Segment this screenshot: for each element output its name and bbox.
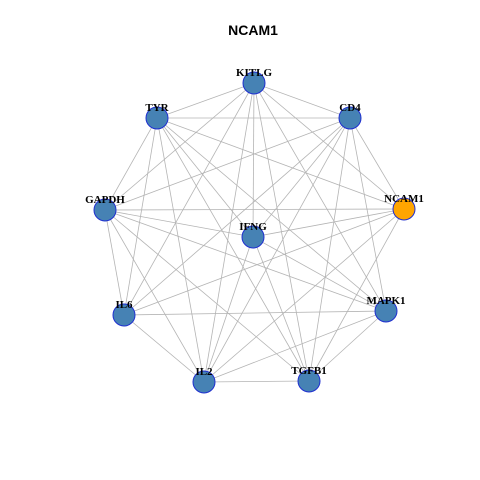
edge-mapk1-gapdh	[104, 209, 387, 312]
edge-il2-il6	[123, 314, 205, 383]
edge-kitlg-ifng	[252, 82, 255, 238]
node-layer	[93, 71, 416, 394]
edge-layer	[104, 82, 405, 383]
node-tyr[interactable]	[145, 106, 169, 130]
edge-kitlg-ncam1	[253, 82, 405, 210]
node-label-ncam1: NCAM1	[384, 193, 424, 205]
edge-il2-gapdh	[104, 209, 205, 383]
edge-mapk1-il6	[123, 310, 387, 316]
node-il6[interactable]	[112, 303, 136, 327]
edge-cd4-ncam1	[349, 117, 405, 210]
node-gapdh[interactable]	[93, 198, 117, 222]
edge-gapdh-tyr	[104, 117, 158, 211]
node-label-il6: IL6	[115, 299, 133, 311]
edge-cd4-ifng	[252, 117, 351, 238]
edge-ncam1-il6	[123, 208, 405, 316]
node-label-gapdh: GAPDH	[85, 194, 125, 206]
node-label-il2: IL2	[195, 366, 213, 378]
edge-cd4-gapdh	[104, 117, 351, 211]
node-label-cd4: CD4	[339, 102, 361, 114]
edge-ncam1-il2	[203, 208, 405, 383]
edge-ncam1-ifng	[252, 208, 405, 238]
node-label-mapk1: MAPK1	[366, 295, 405, 307]
node-label-tgfb1: TGFB1	[291, 365, 326, 377]
edge-cd4-tgfb1	[308, 117, 351, 382]
edge-ncam1-gapdh	[104, 208, 405, 211]
edge-tgfb1-il2	[203, 380, 310, 383]
node-label-ifng: IFNG	[239, 221, 267, 233]
edge-il2-ifng	[203, 236, 254, 383]
diagram-title: NCAM1	[228, 22, 278, 38]
edge-kitlg-il6	[123, 82, 255, 316]
edge-tgfb1-tyr	[156, 117, 310, 382]
edge-cd4-mapk1	[349, 117, 387, 312]
edge-mapk1-il2	[203, 310, 387, 383]
edge-kitlg-mapk1	[253, 82, 387, 312]
node-il2[interactable]	[192, 370, 216, 394]
edge-tgfb1-gapdh	[104, 209, 310, 382]
node-mapk1[interactable]	[374, 299, 398, 323]
edge-mapk1-tgfb1	[308, 310, 387, 382]
node-label-tyr: TYR	[145, 102, 169, 114]
edge-mapk1-ifng	[252, 236, 387, 312]
node-ncam1[interactable]	[392, 197, 416, 221]
node-tgfb1[interactable]	[297, 369, 321, 393]
edge-tyr-ifng	[156, 117, 254, 238]
node-ifng[interactable]	[241, 225, 265, 249]
edge-kitlg-tyr	[156, 82, 255, 119]
edge-cd4-il6	[123, 117, 351, 316]
edge-il6-gapdh	[104, 209, 125, 316]
edge-gapdh-ifng	[104, 209, 254, 238]
edge-il2-tyr	[156, 117, 205, 383]
edge-kitlg-cd4	[253, 82, 351, 119]
edge-mapk1-tyr	[156, 117, 387, 312]
edge-tgfb1-ifng	[252, 236, 310, 382]
node-kitlg[interactable]	[242, 71, 266, 95]
edge-ncam1-tyr	[156, 117, 405, 210]
node-label-kitlg: KITLG	[236, 67, 273, 79]
node-cd4[interactable]	[338, 106, 362, 130]
